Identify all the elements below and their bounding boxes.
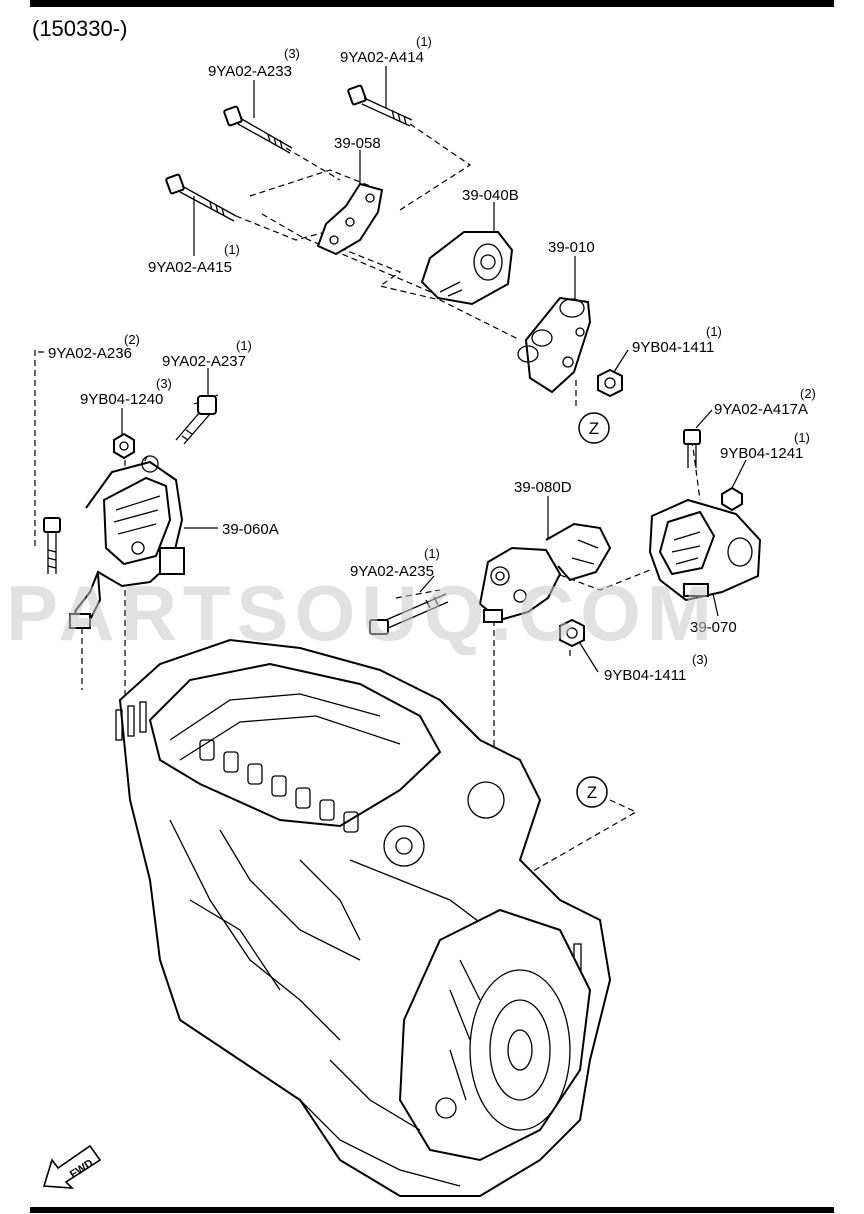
label-9ya02-a236: (2) 9YA02-A236 [48, 332, 140, 362]
bracket-39-058[interactable] [316, 182, 384, 256]
label-39-058: 39-058 [334, 135, 381, 152]
watermark-text: PARTSOUQ.COM [6, 569, 718, 657]
label-9yb04-1411-upper: (1) 9YB04-1411 [632, 324, 722, 356]
svg-text:39-080D: 39-080D [514, 479, 572, 496]
svg-text:39-010: 39-010 [548, 239, 595, 256]
label-9yb04-1240: (3) 9YB04-1240 [80, 376, 172, 408]
nut-9yb04-1411-lower[interactable] [559, 618, 585, 648]
label-39-010: 39-010 [548, 239, 595, 256]
label-9ya02-a233: (3) 9YA02-A233 [208, 46, 300, 80]
label-9yb04-1411-lower: (3) 9YB04-1411 [604, 652, 708, 684]
svg-text:(1): (1) [794, 430, 810, 445]
svg-text:39-070: 39-070 [690, 619, 737, 636]
svg-text:9YB04-1411: 9YB04-1411 [604, 667, 686, 684]
svg-text:(3): (3) [692, 652, 708, 667]
svg-text:(3): (3) [156, 376, 172, 391]
svg-text:(1): (1) [416, 34, 432, 49]
svg-text:39-040B: 39-040B [462, 187, 519, 204]
svg-text:9YA02-A417A: 9YA02-A417A [714, 401, 808, 418]
label-9ya02-a417a: (2) 9YA02-A417A [714, 386, 816, 418]
svg-text:39-058: 39-058 [334, 135, 381, 152]
svg-text:(1): (1) [706, 324, 722, 339]
svg-text:9YB04-1411: 9YB04-1411 [632, 339, 714, 356]
top-rule [30, 0, 834, 7]
mount-39-080d[interactable] [478, 522, 612, 623]
svg-text:9YB04-1241: 9YB04-1241 [720, 445, 803, 462]
label-39-080d: 39-080D [514, 479, 572, 496]
bolt-9ya02-a415[interactable] [165, 173, 237, 222]
bottom-rule [30, 1207, 834, 1213]
label-9ya02-a415: (1) 9YA02-A415 [148, 242, 240, 276]
svg-text:Z: Z [589, 419, 599, 438]
bolt-9ya02-a235[interactable] [369, 593, 449, 635]
label-9yb04-1241: (1) 9YB04-1241 [720, 430, 810, 462]
bolt-9ya02-a236[interactable] [43, 517, 61, 574]
zoom-marker-z-lower: Z [576, 776, 608, 808]
label-9ya02-a237: (1) 9YA02-A237 [162, 338, 252, 370]
svg-text:9YA02-A237: 9YA02-A237 [162, 353, 246, 370]
mount-39-060a[interactable] [68, 455, 185, 629]
label-9ya02-a414: (1) 9YA02-A414 [340, 34, 432, 66]
svg-text:(3): (3) [284, 46, 300, 61]
nut-9yb04-1411-upper[interactable] [597, 368, 623, 398]
mount-39-010[interactable] [517, 296, 592, 394]
svg-text:9YA02-A236: 9YA02-A236 [48, 345, 132, 362]
engine-assembly [115, 638, 612, 1197]
svg-text:39-060A: 39-060A [222, 521, 279, 538]
fwd-arrow-icon: FWD [42, 1144, 102, 1189]
svg-text:9YA02-A414: 9YA02-A414 [340, 49, 424, 66]
svg-text:(1): (1) [224, 242, 240, 257]
svg-text:9YA02-A233: 9YA02-A233 [208, 63, 292, 80]
label-9ya02-a235: (1) 9YA02-A235 [350, 546, 440, 580]
nut-9yb04-1240[interactable] [113, 432, 135, 460]
mount-39-040b[interactable] [420, 231, 514, 306]
leader-lines [38, 66, 747, 673]
bolt-9ya02-a237[interactable] [175, 395, 217, 445]
svg-text:9YA02-A235: 9YA02-A235 [350, 563, 434, 580]
svg-text:(1): (1) [236, 338, 252, 353]
label-39-060a: 39-060A [222, 521, 279, 538]
svg-text:(1): (1) [424, 546, 440, 561]
nut-9yb04-1241[interactable] [721, 486, 743, 512]
label-39-040b: 39-040B [462, 187, 519, 204]
header-code: (150330-) [32, 16, 127, 41]
zoom-marker-z-upper: Z [578, 412, 610, 444]
mount-39-070[interactable] [648, 498, 762, 602]
svg-text:9YA02-A415: 9YA02-A415 [148, 259, 232, 276]
svg-text:Z: Z [587, 783, 597, 802]
bolt-9ya02-a417a[interactable] [683, 429, 701, 468]
bolt-9ya02-a414[interactable] [347, 84, 413, 127]
svg-text:9YB04-1240: 9YB04-1240 [80, 391, 163, 408]
svg-text:(2): (2) [800, 386, 816, 401]
bolt-9ya02-a233[interactable] [223, 105, 293, 154]
svg-text:(2): (2) [124, 332, 140, 347]
label-39-070: 39-070 [690, 619, 737, 636]
